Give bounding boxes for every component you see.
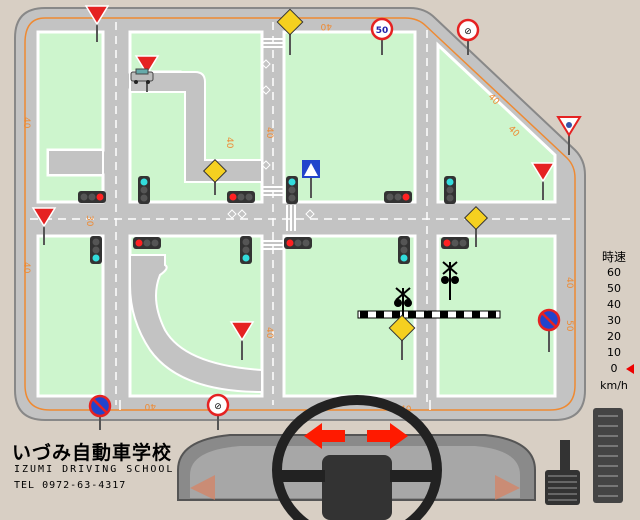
- no-parking-signs: ⊘ ⊘: [88, 18, 561, 430]
- speed-limit-50-sign: 50: [370, 17, 394, 55]
- speedometer-unit: km/h: [600, 379, 628, 392]
- right-turn-signal[interactable]: [367, 423, 408, 449]
- railway-signal-icon: [394, 287, 412, 320]
- svg-text:40: 40: [224, 137, 234, 149]
- speed-tick: 40: [607, 298, 621, 311]
- school-name-jp: いづみ自動車学校: [12, 442, 173, 464]
- accelerator-pedal[interactable]: [593, 408, 623, 503]
- stop-signs: [31, 5, 582, 360]
- svg-text:40: 40: [21, 262, 31, 274]
- speedometer: 時速 60 50 40 30 20 10 0 km/h: [592, 248, 636, 392]
- railway-crossing: [357, 310, 501, 319]
- svg-text:40: 40: [264, 327, 274, 339]
- speed-tick: 50: [607, 282, 621, 295]
- road-mark-40: 40: [320, 21, 332, 31]
- speed-pointer-icon: [626, 364, 634, 374]
- steering-wheel[interactable]: [272, 395, 442, 520]
- school-name-en: IZUMI DRIVING SCHOOL: [14, 464, 175, 475]
- svg-text:30: 30: [84, 215, 94, 227]
- svg-text:⊘: ⊘: [464, 27, 472, 37]
- svg-text:50: 50: [564, 320, 574, 332]
- warning-signs: [202, 8, 489, 360]
- traffic-lights: [78, 176, 469, 264]
- speed-tick: 20: [607, 330, 621, 343]
- svg-text:40: 40: [144, 401, 156, 411]
- svg-text:40: 40: [564, 277, 574, 289]
- car-icon: [130, 68, 154, 84]
- pedestrian-crossing-sign: [302, 160, 320, 198]
- speed-tick: 60: [607, 266, 621, 279]
- speed-tick-current: 0: [592, 361, 636, 377]
- speed-tick: 30: [607, 314, 621, 327]
- railway-signal-icon-2: [441, 261, 459, 300]
- left-turn-signal[interactable]: [304, 423, 345, 449]
- svg-text:50: 50: [376, 26, 389, 36]
- svg-text:40: 40: [21, 117, 31, 129]
- svg-text:⊘: ⊘: [214, 402, 222, 412]
- speed-tick: 10: [607, 346, 621, 359]
- speedometer-title: 時速: [601, 250, 626, 264]
- school-telephone: TEL 0972-63-4317: [14, 480, 127, 491]
- gear-lever[interactable]: [545, 440, 580, 505]
- svg-text:40: 40: [264, 127, 274, 139]
